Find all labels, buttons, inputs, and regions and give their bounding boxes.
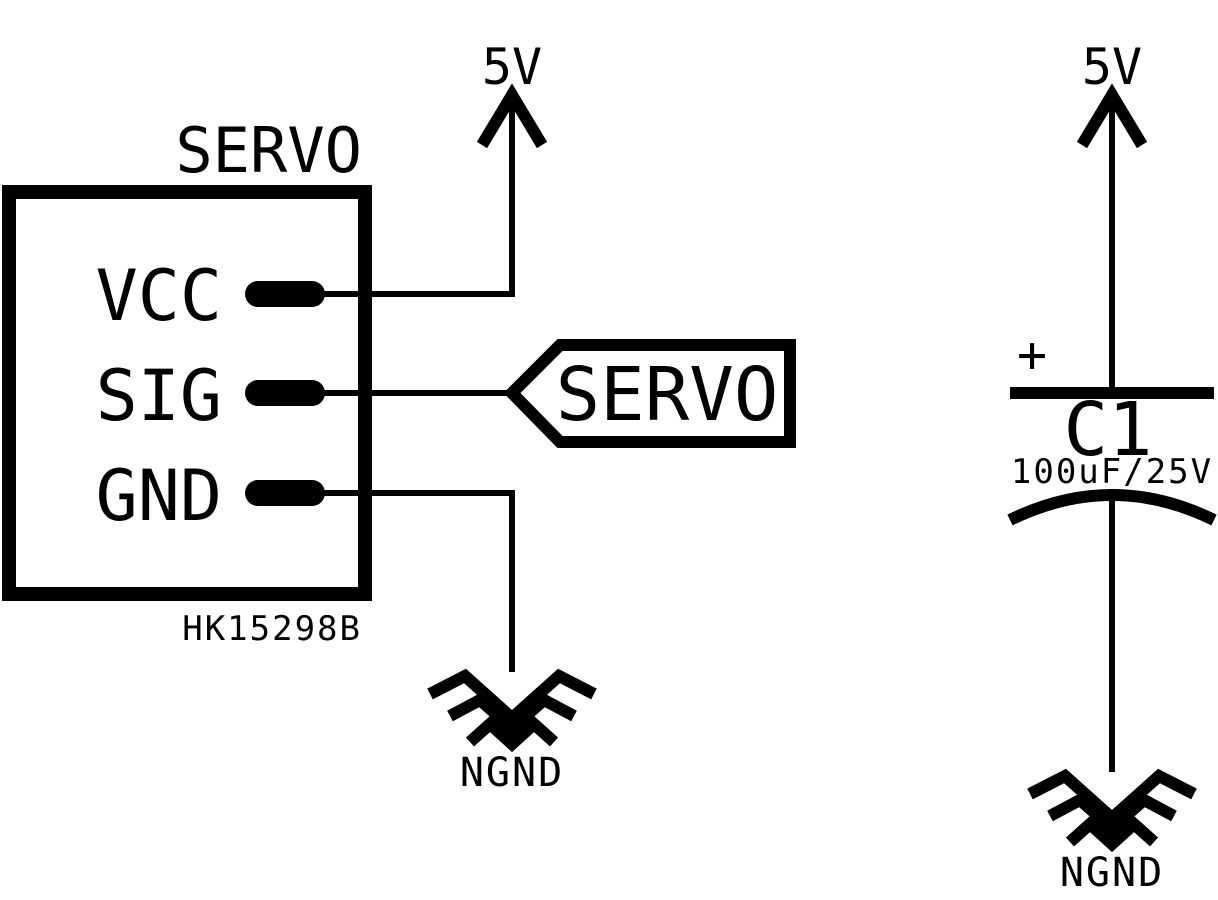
capacitor-c1[interactable]: + C1 100uF/25V xyxy=(1007,326,1217,526)
pin-label-sig: SIG xyxy=(96,355,222,437)
ground-label-left: NGND xyxy=(460,750,564,796)
power-symbol-right[interactable]: 5V xyxy=(1076,38,1148,149)
ground-label-right: NGND xyxy=(1060,850,1164,896)
net-label-text: SERVO xyxy=(556,352,779,438)
ground-icon xyxy=(427,668,597,753)
capacitor-value: 100uF/25V xyxy=(1011,452,1213,492)
servo-part-number: HK15298B xyxy=(182,609,362,649)
net-label-servo[interactable]: SERVO xyxy=(503,339,796,448)
servo-component[interactable]: SERVO HK15298B VCC SIG GND xyxy=(2,114,372,649)
capacitor-plate-negative xyxy=(1007,489,1217,526)
wire-gnd[interactable] xyxy=(312,490,515,672)
power-arrow-icon xyxy=(476,83,548,149)
wire-vcc[interactable] xyxy=(312,95,515,297)
capacitor-ref: C1 xyxy=(1063,387,1152,473)
power-symbol-left[interactable]: 5V xyxy=(476,38,548,149)
capacitor-polarity: + xyxy=(1017,326,1047,384)
pin-label-gnd: GND xyxy=(96,455,222,537)
ground-symbol-left[interactable]: NGND xyxy=(427,668,597,796)
ground-symbol-right[interactable]: NGND xyxy=(1027,768,1197,896)
power-arrow-icon xyxy=(1076,83,1148,149)
servo-name: SERVO xyxy=(175,114,362,187)
ground-icon xyxy=(1027,768,1197,853)
net-flag-icon xyxy=(503,339,796,448)
power-label-left: 5V xyxy=(482,38,542,96)
pin-label-vcc: VCC xyxy=(96,255,222,337)
power-label-right: 5V xyxy=(1082,38,1142,96)
